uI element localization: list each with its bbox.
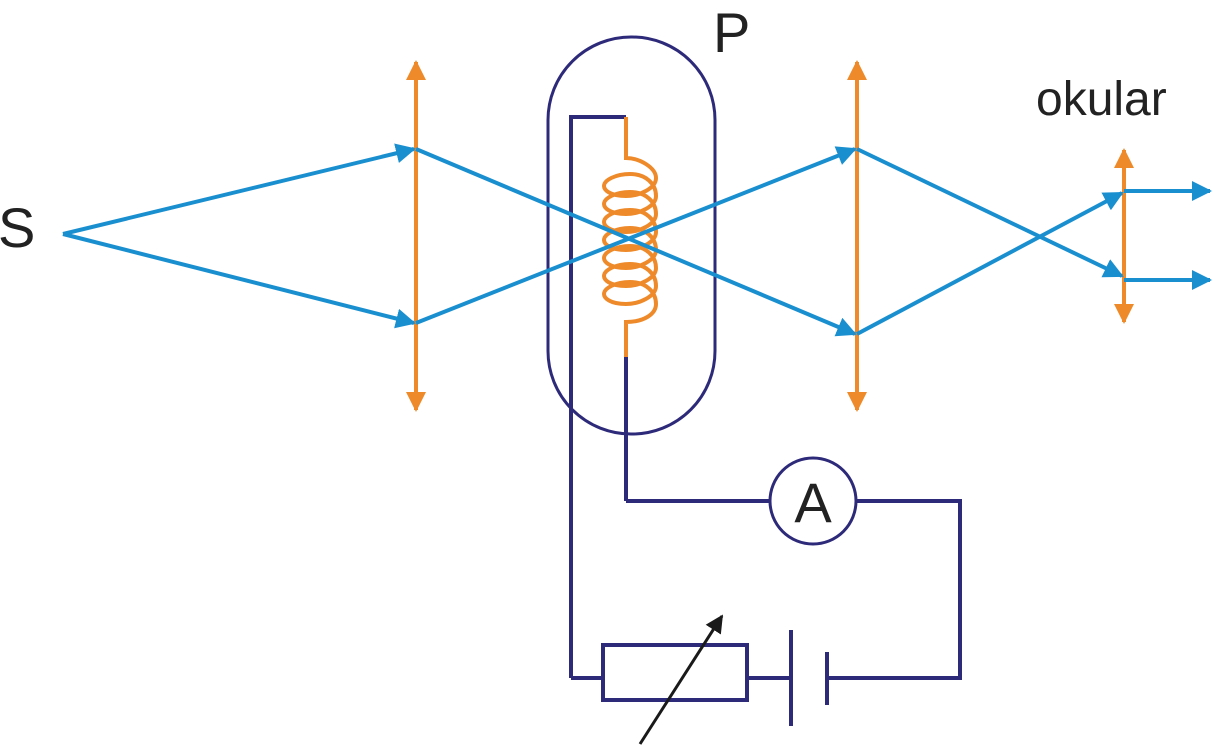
ray-source-lower xyxy=(62,232,416,329)
ray-source-upper xyxy=(62,143,416,236)
ammeter-label: A xyxy=(794,471,832,534)
ray-relay-lower-to-eyepiece xyxy=(856,191,1124,336)
circuit xyxy=(571,456,962,726)
source-label: S xyxy=(0,196,35,259)
ray-lower-to-relay xyxy=(415,146,857,325)
light-rays xyxy=(62,143,1212,337)
variable-resistor xyxy=(601,643,749,702)
ray-upper-to-relay xyxy=(415,147,857,337)
eyepiece-label: okular xyxy=(1036,73,1167,126)
wire-ammeter-to-battery xyxy=(827,499,962,680)
ray-relay-upper-to-eyepiece xyxy=(856,147,1124,278)
filament-coil xyxy=(601,117,659,357)
filament-lead-left xyxy=(569,115,626,678)
tube-label: P xyxy=(713,1,750,64)
resistor-adjust-arrow xyxy=(638,614,724,745)
ammeter xyxy=(768,456,858,546)
pyrometer-tube xyxy=(546,35,717,436)
